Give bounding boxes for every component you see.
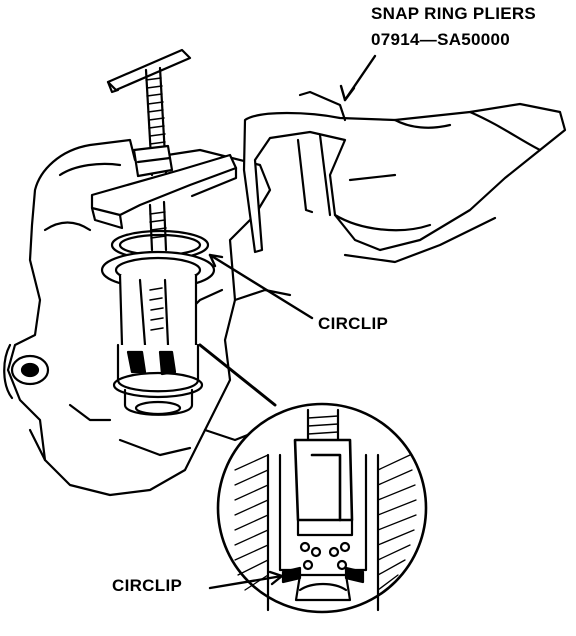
snap-ring-pliers xyxy=(242,90,567,264)
lower-circlip-label: CIRCLIP xyxy=(112,576,183,595)
upper-circlip-leader xyxy=(208,253,314,320)
mount-hole xyxy=(10,354,50,386)
lower-circlip-leader xyxy=(208,574,284,590)
tool-name-label: SNAP RING PLIERS xyxy=(371,4,537,23)
tool-number-label: 07914—SA50000 xyxy=(371,30,511,49)
spring xyxy=(299,541,351,571)
upper-circlip-label: CIRCLIP xyxy=(318,314,389,333)
thread-marks xyxy=(145,77,167,153)
puller-tool xyxy=(90,48,238,252)
piston-assembly xyxy=(100,229,277,416)
detail-view xyxy=(216,402,428,614)
wall-hatch xyxy=(234,454,417,591)
